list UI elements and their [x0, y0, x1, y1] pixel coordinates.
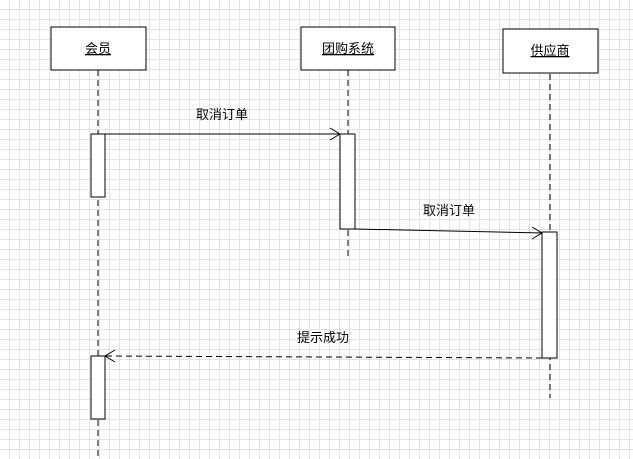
- lifeline-group-buy-system-box[interactable]: [300, 26, 396, 71]
- message-cancel-order-1[interactable]: 取消订单: [105, 108, 341, 141]
- message-cancel-order-2[interactable]: 取消订单: [354, 204, 543, 240]
- message-prompt-success-line: [104, 355, 543, 359]
- message-cancel-order-2-arrowhead: [531, 226, 543, 240]
- lifeline-member-box[interactable]: [50, 26, 147, 71]
- activation-member-2[interactable]: [90, 355, 106, 420]
- message-prompt-success[interactable]: 提示成功: [104, 330, 543, 363]
- lifeline-supplier: 供应商: [502, 28, 599, 398]
- lifeline-member-label: 会员: [85, 42, 111, 57]
- lifeline-supplier-box[interactable]: [502, 28, 599, 74]
- message-cancel-order-1-label: 取消订单: [196, 108, 248, 123]
- lifeline-group-buy-system: 团购系统: [300, 26, 396, 260]
- message-prompt-success-label: 提示成功: [297, 330, 349, 346]
- message-cancel-order-2-line: [354, 228, 543, 234]
- activation-member-1[interactable]: [90, 133, 106, 198]
- activation-group-buy-system[interactable]: [339, 133, 356, 230]
- lifeline-member: 会员: [50, 26, 147, 459]
- activation-supplier[interactable]: [541, 231, 558, 359]
- lifeline-supplier-label: 供应商: [530, 43, 569, 59]
- lifeline-group-buy-system-label: 团购系统: [322, 41, 374, 57]
- message-prompt-success-arrowhead: [104, 349, 116, 363]
- message-cancel-order-2-label: 取消订单: [423, 204, 475, 219]
- message-cancel-order-1-arrowhead: [329, 127, 341, 141]
